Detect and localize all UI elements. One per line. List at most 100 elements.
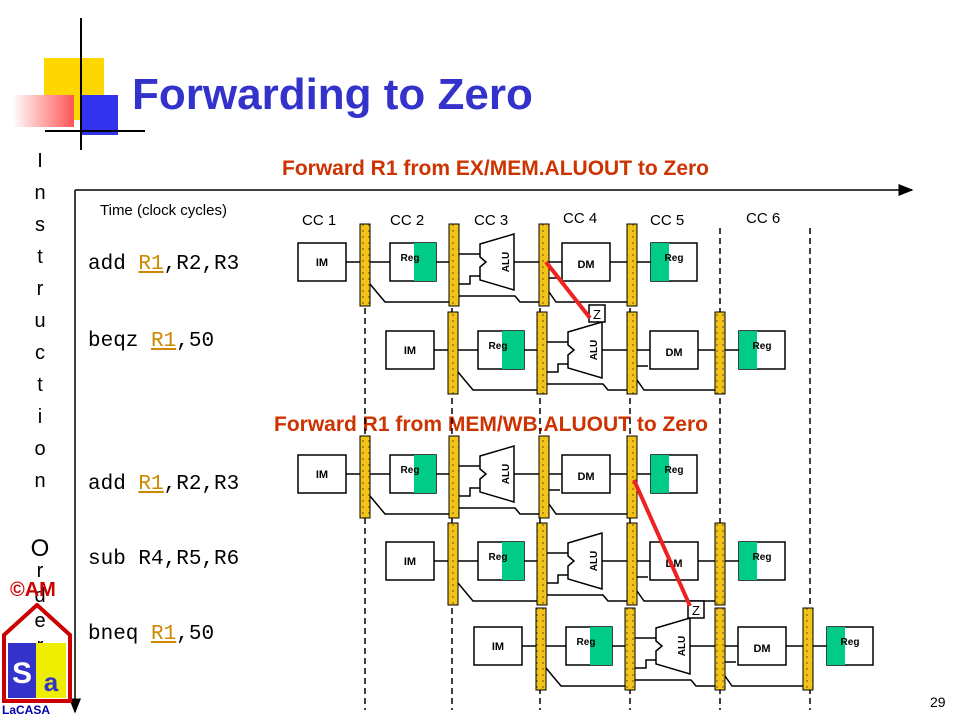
subtitle-ex-mem: Forward R1 from EX/MEM.ALUOUT to Zero (282, 157, 710, 180)
bypass-wire (545, 667, 625, 687)
instruction-2: beqz R1,50 (88, 330, 215, 353)
alu-label: ALU (501, 464, 512, 485)
pipeline-row: IM Reg ALU DM Reg (473, 607, 874, 691)
reg-read-highlight (651, 243, 669, 281)
instruction-3: add R1,R2,R3 (88, 473, 240, 496)
bypass-wire (547, 383, 627, 391)
y-axis-letter: o (34, 438, 46, 460)
bypass-wire (635, 679, 715, 687)
cc2-label: CC 2 (390, 212, 425, 229)
y-axis-letter: I (37, 150, 43, 172)
page-number: 29 (930, 694, 946, 710)
pipeline-register (714, 522, 726, 606)
svg-text:S: S (12, 657, 32, 690)
y-axis-letter: d (34, 585, 46, 607)
cc5-label: CC 5 (650, 212, 685, 229)
cc4-label: CC 4 (563, 210, 598, 227)
deco-red-square (12, 95, 74, 127)
alu-label: ALU (677, 636, 688, 657)
im-label: IM (404, 345, 416, 357)
forward-line-ex-mem (544, 260, 592, 320)
y-axis-letter: i (37, 406, 43, 428)
instruction-4: sub R4,R5,R6 (88, 548, 240, 571)
y-axis-letter: r (36, 560, 44, 582)
pipeline-register (536, 522, 548, 606)
dm-stage-box (561, 454, 611, 494)
bypass-wire (457, 371, 537, 391)
alu-shape (479, 444, 515, 504)
reg-read-highlight (827, 627, 845, 665)
deco-vertical-line (80, 18, 82, 150)
forward-line-mem-wb (632, 479, 692, 607)
pipeline-register (535, 607, 547, 691)
zero-label: Z (593, 307, 601, 322)
y-axis-letter: n (34, 470, 46, 492)
bypass-wire (548, 291, 627, 303)
bypass-wire (724, 675, 803, 687)
y-axis-letter: u (34, 310, 46, 332)
bypass-wire (457, 582, 537, 602)
reg-write-highlight (414, 455, 436, 493)
pipeline-register (536, 311, 548, 395)
im-label: IM (316, 257, 328, 269)
deco-blue-square (80, 95, 118, 135)
pipeline-register (626, 522, 638, 606)
im-stage-box (385, 541, 435, 581)
pipeline-register (714, 311, 726, 395)
y-axis-letter: O (30, 535, 50, 562)
reg-label: Reg (489, 341, 508, 352)
dm-label: DM (665, 347, 682, 359)
y-axis-letter: t (37, 374, 43, 396)
y-axis-letter: c (35, 342, 45, 364)
page-title: Forwarding to Zero (132, 70, 533, 119)
dm-stage-box (561, 242, 611, 282)
alu-label: ALU (589, 551, 600, 572)
dm-stage-box (649, 330, 699, 370)
y-axis-letter: e (34, 610, 46, 632)
lacasa-logo: S a (2, 603, 72, 703)
reg-write-highlight (502, 542, 524, 580)
pipeline-register (359, 223, 371, 307)
reg-write-highlight (590, 627, 612, 665)
bypass-wire (459, 487, 480, 497)
instruction-5: bneq R1,50 (88, 623, 215, 646)
logo-text: LaCASA (2, 703, 51, 717)
deco-horizontal-line (45, 130, 145, 132)
pipeline-register (359, 435, 371, 519)
zero-detect-box (687, 600, 705, 619)
dm-label: DM (577, 471, 594, 483)
bypass-wire (459, 275, 480, 285)
bypass-wire (636, 379, 715, 391)
alu-shape (567, 531, 603, 591)
reg-write-highlight (414, 243, 436, 281)
instruction-1: add R1,R2,R3 (88, 253, 240, 276)
pipeline-register (626, 435, 638, 519)
reg-label: Reg (665, 253, 684, 264)
reg-label: Reg (665, 465, 684, 476)
copyright-mark: ©AM (10, 579, 56, 601)
bypass-wire (459, 507, 539, 515)
pipeline-register (448, 435, 460, 519)
im-label: IM (316, 469, 328, 481)
pipeline-register (624, 607, 636, 691)
im-label: IM (492, 641, 504, 653)
bypass-wire (547, 594, 627, 602)
reg-write-highlight (502, 331, 524, 369)
pipeline-register (538, 435, 550, 519)
alu-shape (479, 232, 515, 292)
reg-label: Reg (841, 637, 860, 648)
dm-label: DM (753, 643, 770, 655)
zero-label: Z (692, 603, 700, 618)
reg-label: Reg (753, 341, 772, 352)
reg-label: Reg (577, 637, 596, 648)
bypass-wire (547, 363, 568, 373)
im-stage-box (473, 626, 523, 666)
svg-text:a: a (44, 667, 59, 697)
alu-shape (567, 320, 603, 380)
bypass-wire (369, 495, 449, 515)
bypass-wire (547, 574, 568, 584)
